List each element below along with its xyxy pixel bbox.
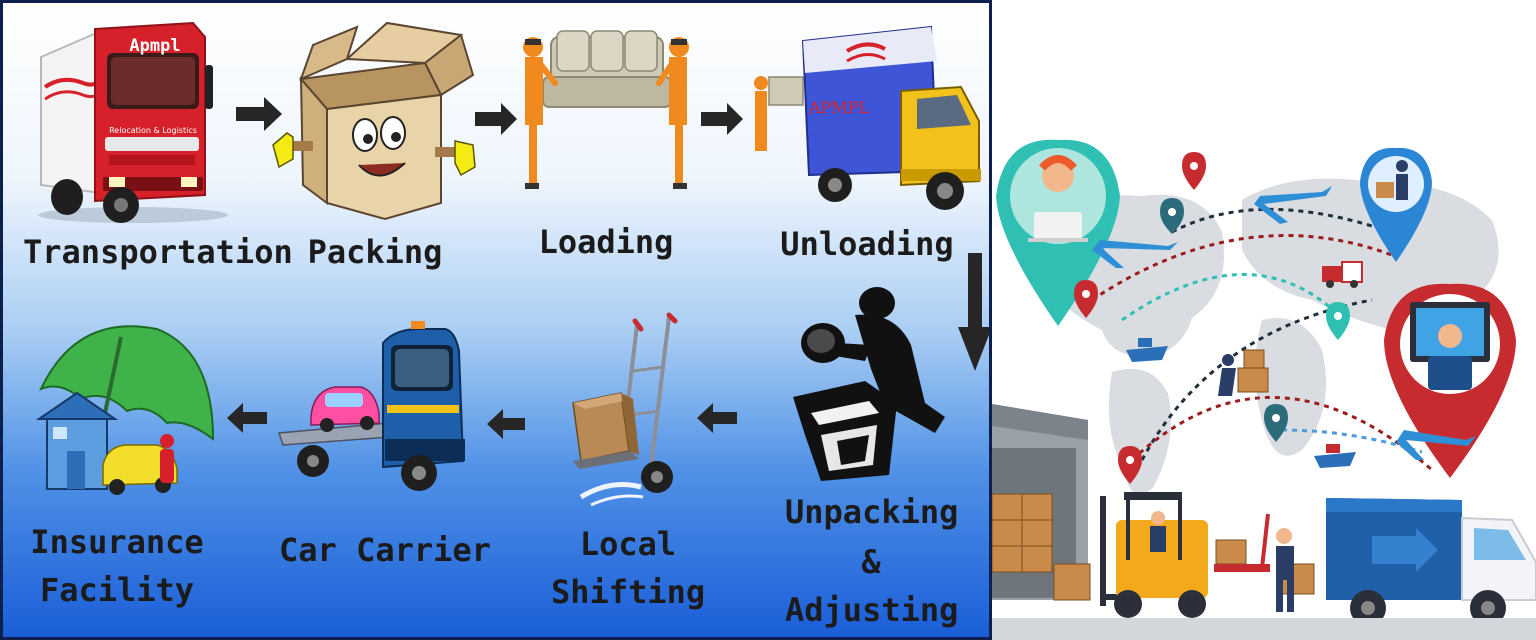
- unloading-truck-brand-text: APMPL: [808, 98, 869, 117]
- flow-arrow-2: [475, 103, 519, 135]
- step-label-loading: Loading: [538, 223, 674, 261]
- couch-carriers-icon: [523, 30, 689, 189]
- step-label-adjusting: Adjusting: [785, 591, 959, 629]
- step-label-car-carrier: Car Carrier: [279, 531, 491, 569]
- arrow-left-icon: [487, 409, 525, 439]
- step-label-unpacking: Unpacking: [785, 493, 959, 531]
- courier-pin-icon: [1360, 147, 1432, 262]
- monitor-pin-icon: [1384, 283, 1516, 478]
- step-car-carrier: Car Carrier: [277, 321, 491, 581]
- step-local-shifting: Local Shifting: [551, 311, 705, 621]
- arrow-left-icon: [697, 403, 737, 433]
- step-transportation: Apmpl Relocation & Logistics Transportat…: [23, 17, 293, 277]
- arrow-down-icon: [958, 253, 989, 371]
- arrow-right-icon: [236, 97, 282, 131]
- step-label-facility: Facility: [39, 571, 195, 609]
- step-insurance-facility: Insurance Facility: [17, 319, 217, 619]
- arrow-left-icon: [227, 403, 267, 433]
- step-loading: Loading: [511, 25, 701, 265]
- delivery-truck-icon: [1326, 498, 1536, 626]
- arrow-right-icon: [701, 103, 743, 135]
- step-label-packing: Packing: [307, 233, 443, 271]
- logistics-illustration-panel: [992, 0, 1536, 640]
- van-icon: [1322, 261, 1363, 288]
- step-label-insurance: Insurance: [30, 523, 204, 561]
- truck-tagline-text: Relocation & Logistics: [109, 126, 197, 135]
- worker-with-boxes-icon: [1218, 349, 1269, 396]
- worker-icon: [1276, 528, 1294, 612]
- process-flow-panel: Apmpl Relocation & Logistics Transportat…: [0, 0, 992, 640]
- step-unpacking-adjusting: Unpacking & Adjusting: [785, 285, 959, 635]
- truck-brand-text: Apmpl: [129, 36, 180, 56]
- step-label-ampersand: &: [861, 543, 881, 581]
- tow-truck-icon: [277, 321, 465, 491]
- flow-arrow-6: [487, 409, 525, 439]
- support-agent-pin-icon: [996, 139, 1120, 326]
- ship-icons: [1126, 338, 1356, 468]
- yellow-truck-icon: APMPL: [754, 25, 981, 210]
- ground-strip: [992, 618, 1536, 640]
- flow-arrow-5: [697, 403, 737, 433]
- flow-arrow-down: [958, 253, 989, 371]
- step-label-shifting: Shifting: [551, 573, 706, 611]
- forklift-icon: [1100, 492, 1208, 618]
- umbrella-house-icon: [35, 325, 215, 495]
- step-label-local: Local: [579, 525, 677, 563]
- step-label-transportation: Transportation: [23, 233, 293, 271]
- person-unpacking-icon: [793, 287, 945, 481]
- flow-arrow-7: [227, 403, 267, 433]
- world-logistics-illustration: [992, 139, 1536, 640]
- hand-trolley-icon: [572, 312, 678, 507]
- step-packing: Packing: [265, 17, 485, 277]
- flow-arrow-1: [236, 97, 284, 131]
- pallet-jack-icon: [1214, 513, 1315, 595]
- red-truck-icon: Apmpl Relocation & Logistics: [38, 21, 228, 223]
- step-unloading: APMPL Unloading: [751, 21, 983, 271]
- step-label-unloading: Unloading: [780, 225, 954, 263]
- arrow-right-icon: [475, 103, 517, 135]
- flow-arrow-3: [701, 103, 745, 135]
- warehouse-icon: [992, 404, 1091, 601]
- airplane-icons: [1092, 186, 1476, 460]
- location-pin-icons: [1074, 152, 1350, 484]
- cartoon-box-icon: [272, 21, 476, 221]
